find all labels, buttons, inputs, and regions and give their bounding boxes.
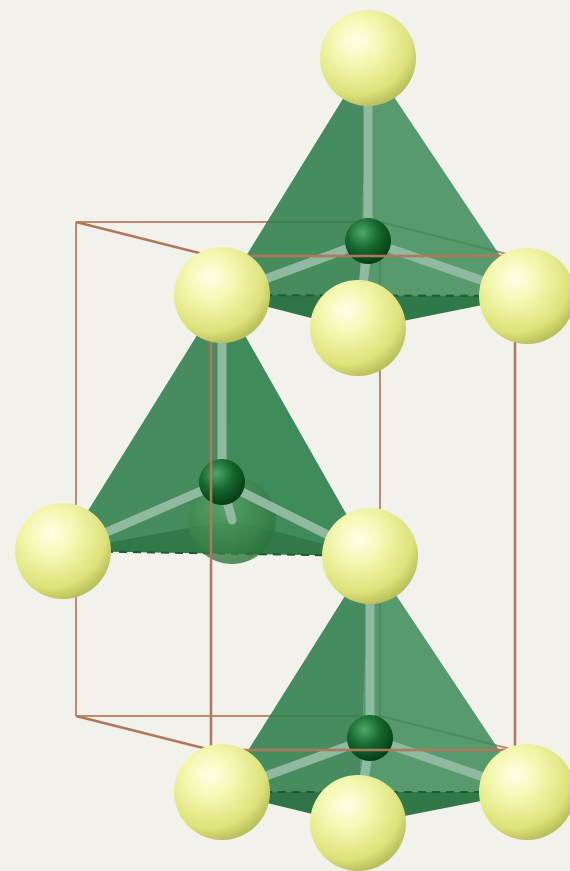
large-atoms-front [174, 247, 570, 871]
small-atom-middle [199, 459, 245, 505]
large-atom-top-left [174, 247, 270, 343]
large-atom-bottom-right [479, 744, 570, 840]
tetrahedron-bottom [217, 551, 532, 830]
large-atom-bottom-left [174, 744, 270, 840]
large-atom-left [15, 503, 111, 599]
large-atom-top-front [310, 280, 406, 376]
large-atoms [15, 10, 416, 599]
large-atom-bottom-front [310, 775, 406, 871]
large-atom-middle-right [322, 508, 418, 604]
large-atom-apex-top [320, 10, 416, 106]
large-atom-top-right [479, 248, 570, 344]
small-atom-bottom [347, 715, 393, 761]
small-atom-top [345, 218, 391, 264]
